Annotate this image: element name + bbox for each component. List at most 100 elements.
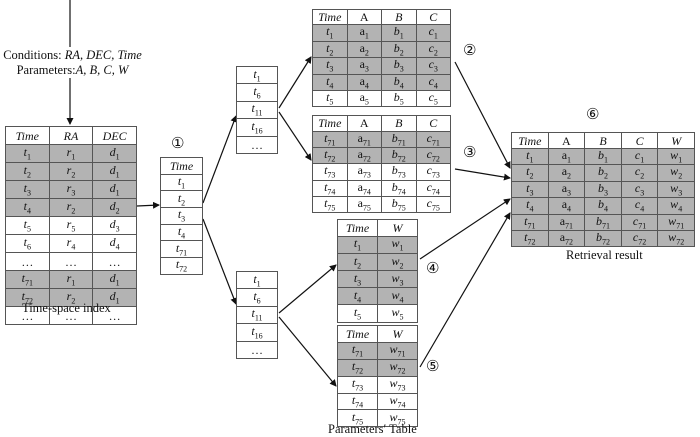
table-cell: a74 (346, 179, 382, 198)
table-cell: w72 (657, 229, 695, 248)
parameters-value: A, B, C, W (75, 63, 129, 77)
table-cell: d2 (92, 198, 137, 217)
table-cell: a75 (346, 196, 382, 214)
table-cell: a4 (547, 197, 586, 215)
table-cell: r1 (48, 144, 94, 163)
table-cell: … (5, 252, 50, 271)
conditions-text: Conditions: RA, DEC, Time (0, 48, 145, 63)
column-header: C (415, 115, 451, 132)
table-cell: … (236, 340, 278, 359)
table-row: t2 (160, 190, 203, 209)
table-cell: c2 (620, 164, 659, 182)
arrow-abc2-to-result (454, 168, 511, 181)
table-cell: w3 (657, 180, 695, 199)
table-cell: t71 (337, 341, 378, 360)
table-cell: d1 (92, 162, 137, 181)
table-cell: r1 (48, 270, 94, 289)
table-cell: w1 (657, 147, 695, 166)
table-cell: t71 (511, 213, 549, 231)
table-row: … (236, 340, 278, 359)
table-cell: b2 (381, 40, 417, 59)
table-row: t71 (160, 240, 203, 259)
table-cell: w71 (657, 213, 695, 231)
table-cell: t72 (160, 257, 203, 275)
table-row: t1 (160, 173, 203, 192)
arrow-upper-index-to-abc1 (278, 56, 312, 109)
table-cell: t72 (5, 288, 50, 307)
column-header: Time (5, 126, 50, 145)
table-cell: t6 (236, 288, 278, 307)
table-cell: t72 (511, 229, 549, 248)
table-cell: a1 (346, 24, 382, 42)
arrow-upper-index-to-abc2 (278, 111, 312, 161)
column-header: B (381, 8, 417, 26)
table-cell: b72 (381, 146, 417, 165)
table-cell: w75 (377, 409, 418, 428)
table-cell: … (5, 306, 50, 325)
column-header: Time (511, 132, 549, 149)
table-cell: … (48, 252, 94, 271)
table-cell: t72 (337, 358, 378, 377)
table-cell: t71 (312, 130, 348, 148)
table-cell: t2 (5, 162, 50, 181)
table-cell: t6 (5, 234, 50, 253)
table-cell: t73 (337, 375, 378, 394)
column-header: Time (337, 218, 378, 238)
column-header: Time (160, 157, 203, 175)
table-cell: t1 (160, 173, 203, 192)
table-cell: w2 (657, 164, 695, 182)
table-cell: b1 (381, 24, 417, 42)
table-cell: b71 (381, 130, 417, 148)
table-cell: c75 (415, 196, 451, 214)
table-row: t4 (160, 223, 203, 242)
table-cell: t3 (160, 207, 203, 225)
table-cell: b75 (381, 196, 417, 214)
column-header: A (346, 8, 382, 26)
column-header: B (381, 115, 417, 132)
table-row: t72 (160, 257, 203, 275)
table-cell: d1 (92, 180, 137, 199)
parameters-text: Parameters:A, B, C, W (0, 63, 145, 78)
arrow-lower-index-to-w1 (278, 264, 337, 314)
time-space-index-caption: Time-space index (22, 301, 111, 315)
table-cell: t16 (236, 118, 278, 137)
table-cell: d1 (92, 270, 137, 289)
column-header: Time (312, 115, 348, 132)
column-header: RA (48, 126, 94, 145)
table-cell: t3 (511, 180, 549, 199)
table-cell: c71 (415, 130, 451, 148)
step-marker-3: ③ (463, 143, 477, 161)
table-cell: … (92, 306, 137, 325)
table-cell: r2 (48, 288, 94, 307)
table-cell: r5 (48, 216, 94, 235)
parameters-table-caption: Parameters′ Table (328, 422, 417, 436)
table-cell: c4 (415, 73, 451, 91)
table-cell: a71 (346, 130, 382, 148)
arrow-lower-index-to-w2 (278, 316, 337, 387)
table-cell: c73 (415, 163, 451, 181)
table-cell: t6 (236, 83, 278, 102)
table-cell: w72 (377, 358, 418, 377)
table-cell: c2 (415, 40, 451, 59)
table-cell: r2 (48, 162, 94, 181)
column-header: W (377, 325, 418, 343)
table-cell: w2 (377, 253, 418, 272)
table-cell: a72 (547, 229, 586, 248)
step-marker-1: ① (171, 134, 185, 152)
table-cell: a5 (346, 89, 382, 108)
